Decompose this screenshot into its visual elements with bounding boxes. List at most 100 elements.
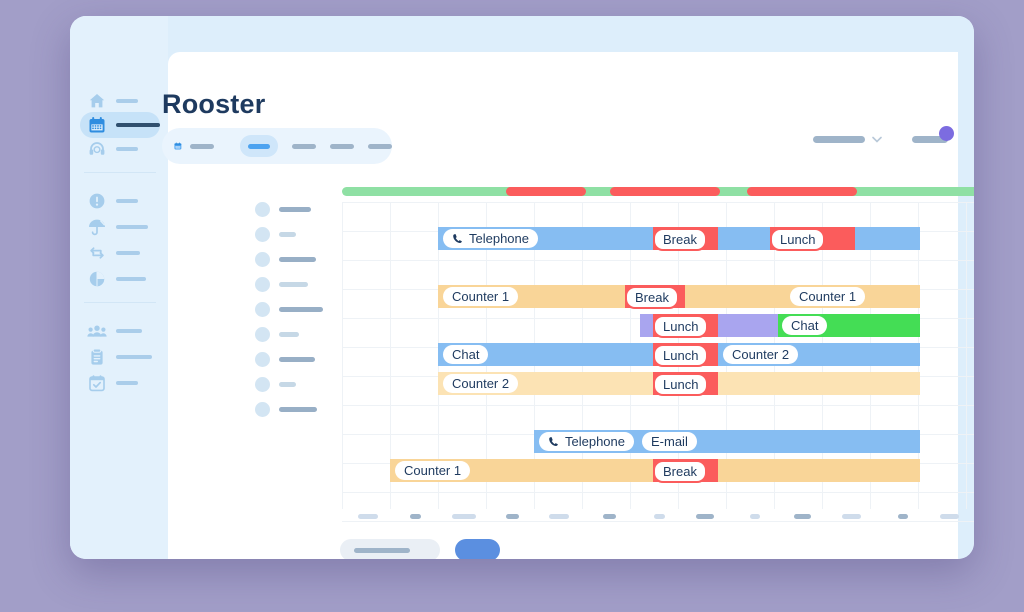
activity-chip-label: Lunch [780, 232, 816, 247]
users-icon [86, 320, 108, 342]
calendar-icon[interactable] [174, 137, 182, 155]
activity-chip-counter-2[interactable]: Counter 2 [723, 345, 799, 364]
activity-chip-telephone[interactable]: Telephone [443, 229, 538, 248]
toolbar-segment-month[interactable] [330, 143, 354, 149]
activity-chip-email[interactable]: E-mail [642, 432, 697, 451]
activity-chip-counter-2[interactable]: Counter 2 [443, 374, 519, 393]
toolbar-segment-year[interactable] [368, 143, 392, 149]
person-name [279, 306, 323, 312]
person-name [279, 206, 311, 212]
person-name [279, 256, 316, 262]
activity-chip-label: Counter 2 [452, 376, 510, 391]
activity-chip-telephone[interactable]: Telephone [539, 432, 634, 451]
activity-chip-counter-1[interactable]: Counter 1 [395, 461, 471, 480]
sidebar [70, 16, 168, 559]
cancel-button[interactable] [340, 539, 440, 559]
grid-column-line [342, 202, 343, 509]
grid-row-line [342, 405, 974, 406]
timeline-row-3[interactable]: Counter 1 Break Counter 1 [342, 285, 974, 309]
activity-chip-lunch[interactable]: Lunch [653, 344, 709, 367]
time-axis-tick [940, 514, 959, 519]
capacity-over-segment [610, 187, 720, 196]
activity-chip-chat[interactable]: Chat [782, 316, 828, 335]
activity-chip-label: Break [663, 232, 697, 247]
time-axis-tick [410, 514, 421, 519]
person-name [279, 406, 317, 412]
activity-chip-label: Break [635, 290, 669, 305]
avatar [255, 326, 270, 342]
avatar[interactable] [939, 126, 954, 141]
activity-chip-label: Counter 1 [404, 463, 462, 478]
activity-chip-lunch[interactable]: Lunch [770, 228, 826, 251]
avatar [255, 251, 270, 267]
activity-chip-lunch[interactable]: Lunch [653, 373, 709, 396]
avatar [255, 351, 270, 367]
avatar [255, 376, 270, 392]
timeline-row-5[interactable]: Chat Lunch Counter 2 [342, 343, 974, 367]
sidebar-item-support[interactable] [80, 136, 160, 162]
save-button[interactable] [455, 539, 500, 559]
sidebar-item-alerts[interactable] [80, 188, 160, 214]
person-name [279, 381, 296, 387]
person-row[interactable] [255, 251, 316, 267]
grid-row-line [342, 202, 974, 203]
timeline-row-1[interactable]: Telephone Break Lunch [342, 227, 974, 251]
grid-row-line [342, 521, 974, 522]
capacity-over-segment [506, 187, 586, 196]
toolbar-segment-day[interactable] [240, 135, 278, 157]
activity-chip-label: Counter 1 [799, 289, 857, 304]
activity-chip-break[interactable]: Break [653, 460, 707, 483]
toolbar-segment-week[interactable] [292, 143, 316, 149]
cancel-button-label [354, 547, 410, 553]
header-right [813, 126, 954, 143]
capacity-bar [342, 187, 974, 196]
person-row[interactable] [255, 226, 296, 242]
sidebar-item-alerts-label [116, 199, 138, 203]
timeline-row-4[interactable]: Lunch Chat [342, 314, 974, 338]
activity-chip-label: Break [663, 464, 697, 479]
calendar-check-icon [86, 372, 108, 394]
timeline-row-6[interactable]: Counter 2 Lunch [342, 372, 974, 396]
activity-chip-counter-1b[interactable]: Counter 1 [790, 287, 866, 306]
avatar [255, 401, 270, 417]
sidebar-item-home[interactable] [80, 88, 160, 114]
activity-chip-counter-1[interactable]: Counter 1 [443, 287, 519, 306]
activity-chip-chat[interactable]: Chat [443, 345, 489, 364]
person-row[interactable] [255, 351, 315, 367]
person-row[interactable] [255, 401, 317, 417]
sidebar-item-tasks[interactable] [80, 344, 160, 370]
activity-chip-label: E-mail [651, 434, 688, 449]
time-axis-tick [750, 514, 760, 519]
sidebar-item-home-label [116, 99, 138, 103]
user-menu[interactable] [912, 126, 954, 143]
activity-chip-label: Counter 1 [452, 289, 510, 304]
sidebar-item-shifts[interactable] [80, 240, 160, 266]
activity-chip-label: Chat [791, 318, 819, 333]
timeline-row-9[interactable]: Counter 1 Break [342, 459, 974, 483]
sidebar-item-leave[interactable] [80, 214, 160, 240]
person-row[interactable] [255, 376, 296, 392]
sidebar-item-reports-label [116, 277, 146, 281]
sidebar-item-teams[interactable] [80, 318, 160, 344]
activity-chip-break[interactable]: Break [625, 286, 679, 309]
sidebar-item-reports[interactable] [80, 266, 160, 292]
sidebar-item-roster[interactable] [80, 112, 160, 138]
person-row[interactable] [255, 276, 308, 292]
timeline-row-8[interactable]: Telephone E-mail [342, 430, 974, 453]
person-row[interactable] [255, 201, 311, 217]
person-row[interactable] [255, 301, 323, 317]
view-toolbar[interactable] [162, 128, 392, 164]
person-name [279, 281, 308, 287]
avatar [255, 301, 270, 317]
location-select[interactable] [813, 136, 882, 143]
sidebar-item-approvals[interactable] [80, 370, 160, 396]
chevron-down-icon[interactable] [872, 136, 882, 143]
activity-chip-label: Lunch [663, 348, 699, 363]
user-menu-label [912, 136, 948, 143]
page-title: Rooster [162, 89, 266, 119]
activity-chip-lunch[interactable]: Lunch [653, 315, 709, 338]
activity-chip-break[interactable]: Break [653, 228, 707, 251]
person-row[interactable] [255, 326, 299, 342]
app-window: Rooster [70, 16, 974, 559]
